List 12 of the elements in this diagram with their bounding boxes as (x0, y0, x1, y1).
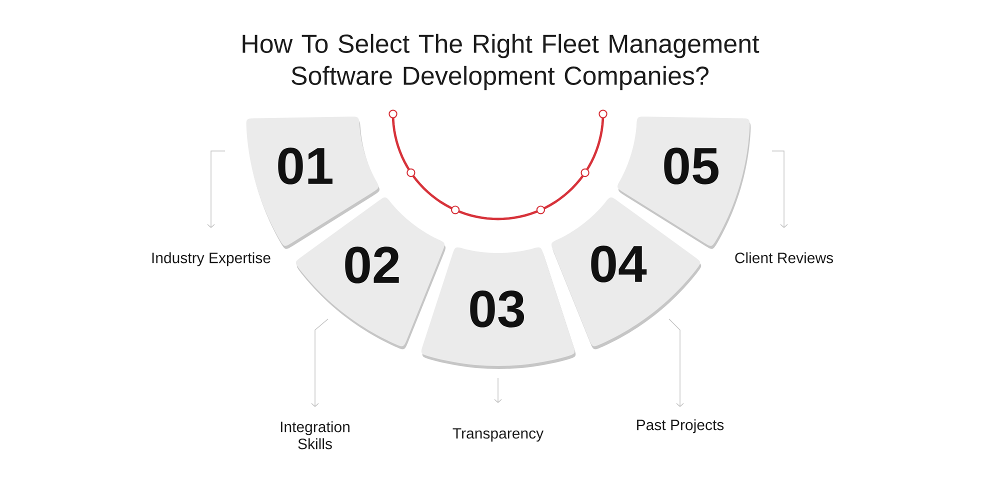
item-label: Past Projects (637, 419, 724, 434)
leader-arrow (207, 150, 226, 228)
numbered-card: 03 (421, 247, 576, 369)
numbered-card: 02 (296, 197, 446, 350)
leader-arrow (668, 318, 684, 407)
leader-arrow (772, 150, 788, 228)
item-label: Industry Expertise (152, 252, 270, 266)
item-label: Transparency (452, 428, 544, 442)
leader-arrow (494, 378, 502, 403)
title-text: How To Select The Right Fleet Management Software Development Companies? (242, 34, 760, 90)
item-label: Integration Skills (280, 421, 350, 450)
item-label: Client Reviews (735, 252, 834, 264)
